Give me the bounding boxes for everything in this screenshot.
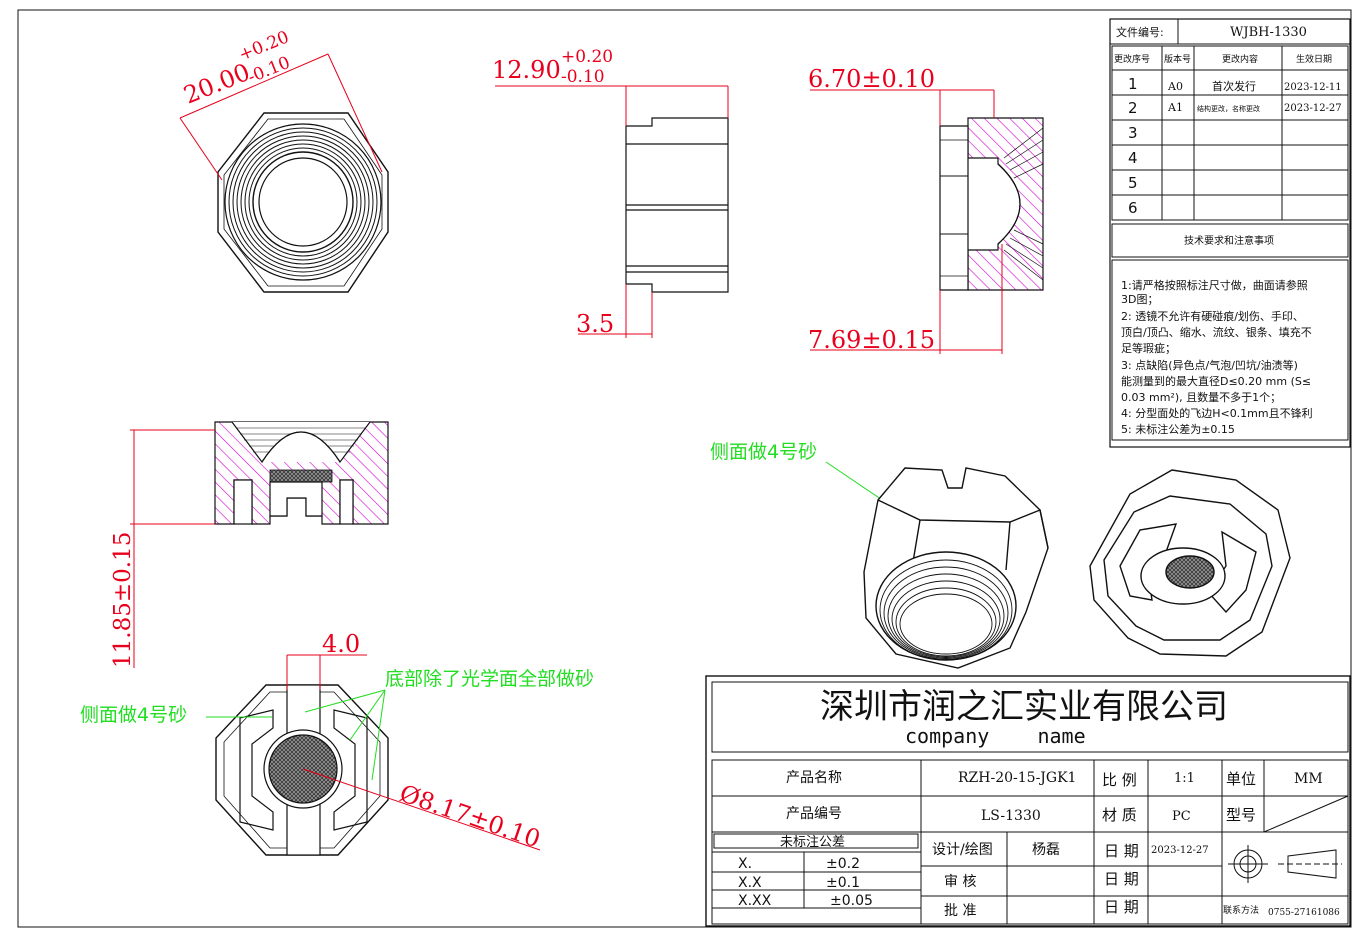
tech-req-line: 4: 分型面处的飞边H<0.1mm且不锋利 bbox=[1121, 406, 1313, 420]
dim-1185-group: 11.85±0.15 bbox=[110, 429, 215, 668]
approve-date-label: 日 期 bbox=[1104, 898, 1139, 916]
top-view: 20.00 +0.20 -0.10 bbox=[179, 27, 389, 293]
rev-row-2-no: 2 bbox=[1128, 99, 1138, 117]
dim-step: 3.5 bbox=[576, 310, 614, 338]
file-no-value: WJBH-1330 bbox=[1230, 25, 1307, 40]
bottom-view bbox=[215, 684, 389, 856]
sand-notes: 侧面做4号砂 底部除了光学面全部做砂 侧面做4号砂 bbox=[80, 441, 901, 781]
designer-value: 杨磊 bbox=[1032, 842, 1060, 858]
rev-row-2-content: 结构更改，名称更改 bbox=[1197, 104, 1260, 113]
dim-height-main: 12.90 bbox=[492, 56, 561, 84]
material-value: PC bbox=[1172, 809, 1191, 824]
tolerance-k-3: X.XX bbox=[738, 893, 772, 909]
tech-req-line: 0.03 mm²), 且数量不多于1个； bbox=[1121, 390, 1281, 404]
product-no-value: LS-1330 bbox=[981, 808, 1041, 824]
product-name-value: RZH-20-15-JGK1 bbox=[958, 770, 1076, 786]
approve-label: 批 准 bbox=[944, 903, 976, 919]
dim-height-lower: -0.10 bbox=[561, 67, 605, 87]
rev-header-no: 更改序号 bbox=[1114, 53, 1150, 65]
title-block: 深圳市润之汇实业有限公司 company name 产品名称 RZH-20-15… bbox=[705, 675, 1351, 927]
company-name-en: company name bbox=[905, 724, 1086, 748]
tolerance-k-1: X. bbox=[738, 856, 752, 872]
projection-symbol-icon bbox=[1228, 845, 1342, 883]
rev-header-date: 生效日期 bbox=[1296, 53, 1332, 65]
sheet-border bbox=[17, 9, 1352, 928]
unit-value: MM bbox=[1294, 771, 1323, 787]
product-name-label: 产品名称 bbox=[786, 770, 842, 786]
dim-40: 4.0 bbox=[322, 630, 360, 658]
dim-769: 7.69±0.15 bbox=[808, 326, 935, 354]
section-view-right bbox=[939, 117, 1044, 291]
tech-req-line: 5: 未标注公差为±0.15 bbox=[1121, 422, 1235, 436]
thread-rings bbox=[224, 123, 382, 281]
note-sand-bottom: 底部除了光学面全部做砂 bbox=[385, 668, 594, 690]
date-value: 2023-12-27 bbox=[1151, 845, 1209, 856]
tolerance-v-1: ±0.2 bbox=[826, 856, 860, 872]
iso-view-right bbox=[1089, 469, 1291, 657]
section-view-left bbox=[214, 421, 389, 525]
tech-req-lines: 1:请严格按照标注尺寸做，曲面请参照 3D图； 2: 透镜不允许有硬碰痕/划伤、… bbox=[1121, 278, 1313, 436]
rev-row-5-no: 5 bbox=[1128, 174, 1138, 192]
file-no-label: 文件编号: bbox=[1116, 25, 1164, 39]
rev-row-2-date: 2023-12-27 bbox=[1284, 103, 1342, 114]
tech-req-line: 3: 点缺陷(异色点/气泡/凹坑/油渍等) bbox=[1121, 358, 1298, 372]
note-sand-side-top: 侧面做4号砂 bbox=[710, 441, 817, 463]
rev-row-3-no: 3 bbox=[1128, 124, 1138, 142]
tech-req-line: 顶白/顶凸、缩水、流纹、银条、填充不 bbox=[1121, 325, 1312, 339]
dim-1185: 11.85±0.15 bbox=[110, 532, 136, 668]
rev-row-1-date: 2023-12-11 bbox=[1284, 82, 1342, 93]
note-sand-side-bottom: 侧面做4号砂 bbox=[80, 704, 187, 726]
model-label: 型号 bbox=[1226, 806, 1256, 824]
tolerance-v-2: ±0.1 bbox=[826, 875, 860, 891]
company-name: 深圳市润之汇实业有限公司 bbox=[820, 687, 1228, 727]
tolerance-v-3: ±0.05 bbox=[830, 893, 873, 909]
dim-670: 6.70±0.10 bbox=[808, 65, 935, 93]
contact-label: 联系方法 bbox=[1223, 904, 1259, 916]
review-date-label: 日 期 bbox=[1104, 870, 1139, 888]
tolerance-k-2: X.X bbox=[738, 875, 762, 891]
tech-req-line: 2: 透镜不允许有硬碰痕/划伤、手印、 bbox=[1121, 309, 1304, 323]
tech-req-line: 足等瑕疵； bbox=[1121, 341, 1176, 355]
dim-817: Ø8.17±0.10 bbox=[396, 779, 544, 853]
rev-row-4-no: 4 bbox=[1128, 149, 1138, 167]
tech-req-line: 1:请严格按照标注尺寸做，曲面请参照 bbox=[1121, 278, 1308, 292]
unit-label: 单位 bbox=[1226, 770, 1256, 788]
rev-row-1-no: 1 bbox=[1128, 75, 1138, 93]
tech-req-line: 能测量到的最大直径D≤0.20 mm (S≤ bbox=[1121, 374, 1311, 388]
dim-height-upper: +0.20 bbox=[561, 47, 613, 67]
rev-row-1-ver: A0 bbox=[1167, 80, 1183, 93]
rev-row-1-content: 首次发行 bbox=[1212, 79, 1256, 93]
material-label: 材 质 bbox=[1102, 806, 1137, 824]
review-label: 审 核 bbox=[944, 874, 976, 890]
section-right-dims: 6.70±0.10 7.69±0.15 bbox=[808, 65, 1003, 354]
contact-value: 0755-27161086 bbox=[1268, 908, 1340, 918]
rev-row-6-no: 6 bbox=[1128, 199, 1138, 217]
scale-label: 比 例 bbox=[1102, 771, 1137, 789]
design-label: 设计/绘图 bbox=[932, 842, 993, 858]
iso-view-left bbox=[863, 467, 1049, 669]
rev-header-ver: 版本号 bbox=[1164, 53, 1191, 65]
tech-req-title: 技术要求和注意事项 bbox=[1184, 234, 1274, 247]
product-no-label: 产品编号 bbox=[786, 806, 842, 822]
tech-req-line: 3D图； bbox=[1121, 293, 1158, 306]
tolerance-title: 未标注公差 bbox=[780, 835, 845, 850]
side-dims: 12.90 +0.20 -0.10 3.5 bbox=[492, 47, 729, 338]
date-label: 日 期 bbox=[1104, 842, 1139, 860]
revision-block: 文件编号: WJBH-1330 更改序号 版本号 更改内容 生效日期 1 A0 … bbox=[1109, 18, 1351, 448]
rev-row-2-ver: A1 bbox=[1167, 101, 1183, 114]
rev-header-content: 更改内容 bbox=[1222, 53, 1258, 65]
scale-value: 1:1 bbox=[1174, 771, 1195, 786]
side-view bbox=[625, 117, 729, 293]
